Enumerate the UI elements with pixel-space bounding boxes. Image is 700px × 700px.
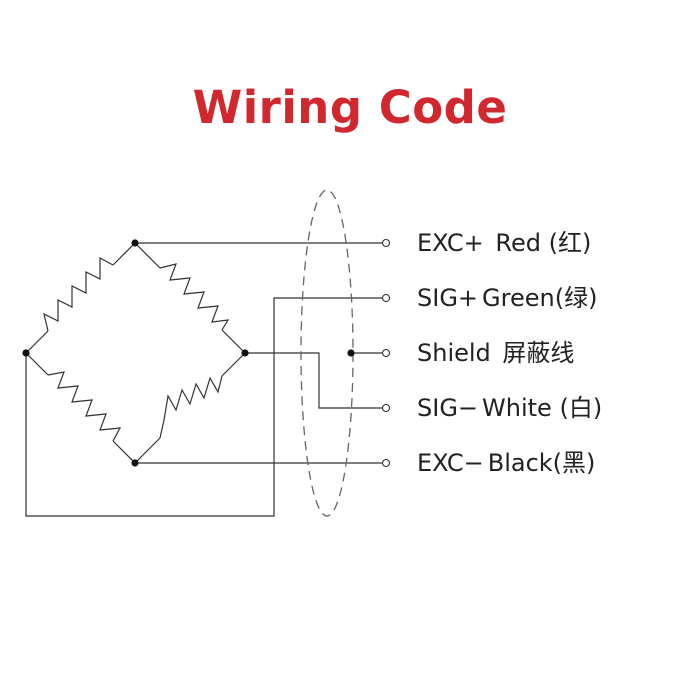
wire-color-cn: (红): [548, 229, 592, 257]
wire-label-exc-minus: EXC−Black(黑): [417, 448, 595, 478]
wire-sig-plus: [25, 297, 383, 517]
resistor-top-left: [43, 256, 114, 332]
terminal-exc-plus: [381, 238, 391, 248]
wire-color: Green: [482, 284, 555, 312]
bridge-edges: [25, 242, 246, 464]
resistor-bottom-left: [47, 371, 122, 442]
wire-label-shield: Shield 屏蔽线: [417, 338, 574, 368]
wire-color-cn: (绿): [554, 284, 598, 312]
terminal-sig-plus: [381, 293, 391, 303]
page-title: Wiring Code: [192, 81, 508, 134]
wire-color-cn: (白): [559, 394, 603, 422]
wire-name: SIG−: [417, 394, 479, 422]
wire-sig-minus: [245, 352, 383, 409]
terminal-shield: [381, 348, 391, 358]
wire-color: White: [482, 394, 552, 422]
terminal-exc-minus: [381, 458, 391, 468]
wire-label-sig-plus: SIG+Green(绿): [417, 283, 597, 313]
wire-color: Red: [495, 229, 541, 257]
wires: [25, 242, 383, 517]
terminals: [381, 238, 391, 468]
wire-color-cn: 屏蔽线: [502, 339, 575, 367]
wire-label-sig-minus: SIG−White (白): [417, 393, 602, 423]
wire-color: Black: [487, 449, 553, 477]
terminal-sig-minus: [381, 403, 391, 413]
wire-color-cn: (黑): [552, 449, 596, 477]
wire-label-exc-plus: EXC+ Red (红): [417, 228, 591, 258]
wire-name: EXC+: [417, 229, 484, 257]
wire-name: EXC−: [417, 449, 484, 477]
wire-name: SIG+: [417, 284, 479, 312]
resistor-top-right: [159, 263, 230, 331]
wire-name: Shield: [417, 339, 491, 367]
junction-dots: [22, 239, 355, 467]
resistor-bottom-right: [159, 375, 223, 439]
